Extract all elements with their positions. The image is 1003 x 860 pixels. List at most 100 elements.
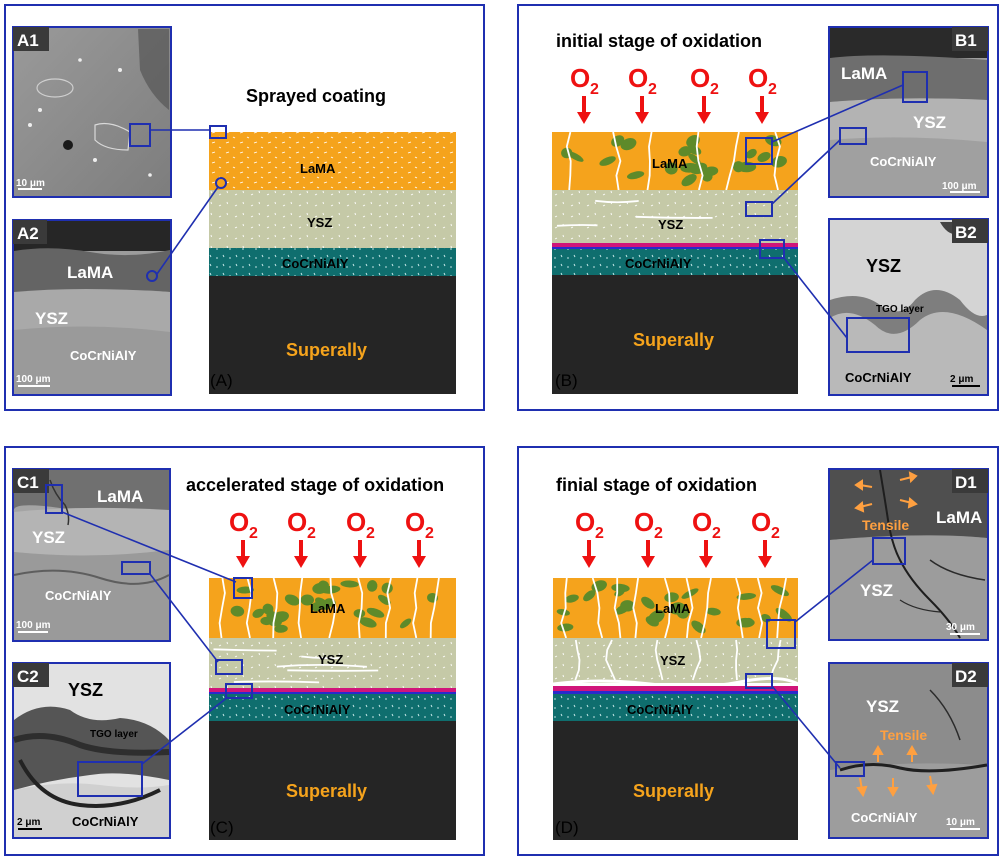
panel-b-frame (517, 4, 999, 411)
oxygen-arrow: O 2 (346, 507, 375, 568)
oxide-patch (315, 597, 330, 610)
oxide-patch (706, 607, 721, 616)
inset-c2-scale: 2 μm (17, 817, 40, 828)
layer-substrate-b (552, 275, 798, 394)
crack-line (429, 577, 440, 639)
crack-line (276, 664, 367, 668)
coating-stack-c: LaMA YSZ CoCrNiAlY Superally (C) (209, 577, 456, 840)
coating-stack-a: LaMA YSZ CoCrNiAlY Superally (A) (209, 132, 456, 394)
oxide-patch (399, 618, 412, 629)
oxide-patch (688, 153, 701, 165)
crack-line (776, 577, 787, 639)
crack-line (663, 577, 671, 639)
inset-a2-label-bondcoat: CoCrNiAlY (70, 348, 137, 363)
svg-text:O: O (229, 507, 249, 537)
tgo-layer-d (553, 686, 798, 693)
crack-line (556, 224, 598, 227)
oxide-patch (567, 151, 584, 162)
crack-line (560, 577, 568, 639)
oxide-patch (626, 171, 645, 180)
oxide-patch (664, 162, 678, 175)
inset-c2-label-bondcoat: CoCrNiAlY (72, 814, 139, 829)
panel-c-letter: (C) (210, 818, 234, 837)
cracks-lama-d (560, 577, 787, 639)
cracks-ysz-d (574, 639, 782, 681)
crack-line (646, 131, 653, 191)
layer-lama-b (552, 132, 798, 190)
crack-line (695, 131, 704, 191)
oxygen-arrow: O 2 (628, 63, 657, 124)
layer-label-ysz-c: YSZ (318, 652, 343, 667)
oxide-patch (680, 162, 699, 173)
inset-a2: A2 LaMA YSZ CoCrNiAlY 100 μm (12, 219, 172, 396)
inset-d1-scale: 30 μm (946, 622, 975, 633)
panel-d-letter: (D) (555, 818, 579, 837)
oxygen-arrows-c: O 2 O 2 O 2 O 2 (229, 507, 434, 568)
inset-c1-tag: C1 (17, 473, 39, 492)
svg-text:O: O (628, 63, 648, 93)
crack-line (691, 639, 702, 681)
panel-a-heading: Sprayed coating (246, 86, 386, 106)
panel-a-letter: (A) (210, 371, 233, 390)
svg-text:O: O (405, 507, 425, 537)
inset-c1-label-ysz: YSZ (32, 528, 65, 547)
svg-text:2: 2 (768, 81, 777, 98)
cracks-ysz-b (556, 199, 713, 227)
oxide-patch (311, 602, 323, 612)
inset-b1: B1 LaMA YSZ CoCrNiAlY 100 μm (828, 26, 989, 198)
oxygen-arrow: O 2 (229, 507, 258, 568)
inset-a1-tag-bg (13, 27, 49, 51)
panel-a: A1 10 μm A2 LaMA YSZ CoCrNiAlY 100 μm Sp… (4, 4, 485, 411)
inset-b2: B2 YSZ TGO layer CoCrNiAlY 2 μm (828, 218, 989, 396)
crack-line (301, 655, 342, 660)
oxide-patch (732, 161, 745, 173)
crack-line (605, 639, 616, 681)
inset-d1-label-tensile: Tensile (862, 517, 909, 533)
crack-line (756, 577, 764, 639)
inset-a2-label-lama: LaMA (67, 263, 113, 282)
inset-b2-label-ysz: YSZ (866, 256, 901, 276)
svg-text:O: O (570, 63, 590, 93)
panel-c: accelerated stage of oxidation O 2 O 2 O… (4, 446, 485, 856)
svg-text:2: 2 (595, 525, 604, 542)
oxide-patch (770, 585, 789, 597)
layer-label-substrate-d: Superally (633, 781, 714, 801)
crack-line (773, 131, 781, 191)
oxide-patch (701, 170, 713, 182)
crack-line (328, 577, 337, 639)
inset-b2-label-tgo: TGO layer (876, 304, 924, 315)
inset-b1-label-lama: LaMA (841, 64, 887, 83)
inset-d2-label-tensile: Tensile (880, 727, 927, 743)
oxygen-arrow: O 2 (748, 63, 777, 124)
layer-label-bondcoat-d: CoCrNiAlY (627, 702, 694, 717)
crack-line (613, 578, 622, 639)
layer-label-lama-d: LaMA (655, 601, 691, 616)
crack-line (565, 131, 572, 191)
oxygen-arrow: O 2 (634, 507, 663, 568)
crack-line (735, 639, 739, 681)
oxide-patch (599, 156, 616, 166)
oxide-patch (583, 590, 596, 602)
svg-text:O: O (575, 507, 595, 537)
oxide-patch (366, 580, 378, 592)
panel-d: finial stage of oxidation O 2 O 2 O 2 (517, 446, 999, 856)
tgo-layer-b (552, 243, 798, 247)
crack-line (685, 577, 694, 639)
inset-c2-label-tgo: TGO layer (90, 729, 138, 740)
oxide-patch (641, 596, 655, 609)
oxide-patch (366, 607, 385, 618)
crack-line (357, 577, 364, 639)
oxygen-arrow: O 2 (287, 507, 316, 568)
crack-line (574, 639, 581, 681)
svg-text:2: 2 (307, 525, 316, 542)
panel-a-frame (4, 4, 485, 411)
oxide-patch (736, 593, 757, 600)
cracks-ysz-c (213, 648, 379, 684)
svg-text:2: 2 (771, 525, 780, 542)
oxide-patch (564, 594, 579, 603)
svg-text:2: 2 (590, 81, 599, 98)
inset-b1-tag: B1 (955, 31, 977, 50)
tensile-arrows-d2 (856, 744, 938, 798)
inset-b2-scale: 2 μm (950, 374, 973, 385)
